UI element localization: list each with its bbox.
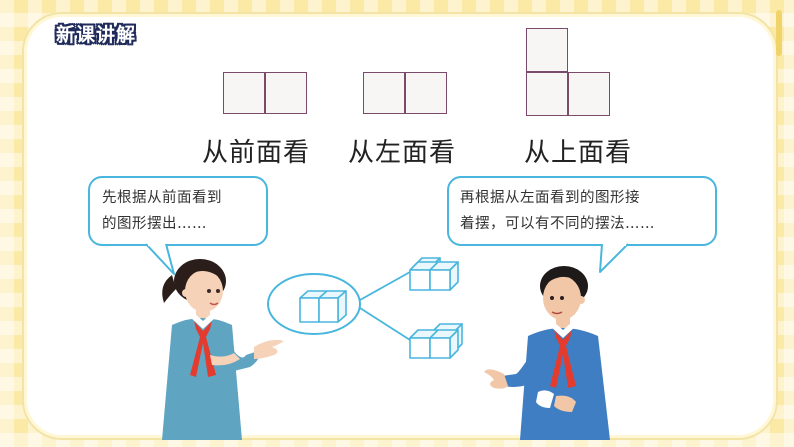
- cube-arrangement-lower: [409, 323, 463, 359]
- boy-speech-text: 再根据从左面看到的图形接 着摆，可以有不同的摆法……: [460, 190, 655, 232]
- left-view-label: 从左面看: [348, 138, 457, 168]
- left-view-cell: [405, 72, 447, 114]
- front-view-cell: [223, 72, 265, 114]
- section-title: 新课讲解: [56, 24, 137, 46]
- girl-bubble-tail: [145, 242, 175, 275]
- decorative-corner-bar: [776, 10, 782, 56]
- top-view-cell: [526, 28, 568, 72]
- connector-line-upper: [359, 271, 411, 301]
- top-view-cell: [568, 72, 610, 116]
- left-view-cell: [363, 72, 405, 114]
- top-view-label: 从上面看: [524, 138, 633, 168]
- cube-arrangement-diagram: [267, 257, 463, 359]
- front-view-label: 从前面看: [202, 138, 311, 168]
- connector-line-lower: [359, 307, 411, 341]
- boy-bubble-tail: [599, 242, 629, 273]
- top-view-cell: [526, 72, 568, 116]
- cube-arrangement-upper: [409, 257, 459, 291]
- girl-speech-bubble: [88, 176, 268, 246]
- girl-speech-text: 先根据从前面看到 的图形摆出……: [102, 190, 222, 232]
- front-view-cell: [265, 72, 307, 114]
- boy-illustration: [484, 266, 610, 440]
- boy-speech-bubble: [447, 176, 717, 246]
- girl-illustration: [162, 259, 284, 440]
- cube-pair: [299, 290, 347, 323]
